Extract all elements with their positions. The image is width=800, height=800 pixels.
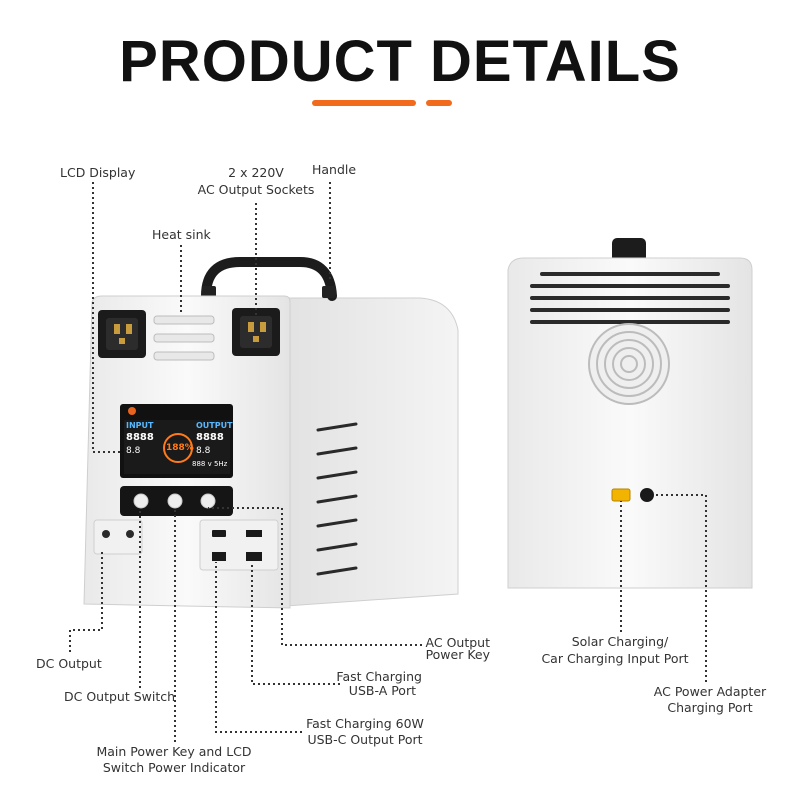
label-main-power-line2: Switch Power Indicator (102, 760, 246, 775)
label-ac-output-key-line2: Power Key (425, 647, 490, 662)
label-lcd-display: LCD Display (60, 165, 136, 180)
callout-lcd (92, 182, 120, 453)
label-usb-a-line1: Fast Charging (336, 669, 422, 684)
lcd-input-label: INPUT (126, 421, 154, 430)
ac-socket-right (232, 308, 280, 356)
callout-ac-adapter (654, 494, 707, 682)
label-ac-adapter-line2: Charging Port (667, 700, 753, 715)
lcd-input-watts: 8888 (126, 432, 154, 443)
callout-lines (69, 182, 707, 742)
lcd-display (120, 404, 233, 478)
back-device (507, 238, 753, 589)
handle (201, 257, 337, 301)
lcd-hz-text: 888 v 5Hz (192, 460, 228, 468)
lcd-output-label: OUTPUT (196, 421, 233, 430)
usb-panel (199, 519, 279, 571)
ac-adapter-port (640, 488, 654, 502)
lcd-center-percent: 188% (166, 443, 194, 453)
label-dc-output: DC Output (36, 656, 102, 671)
page-title: PRODUCT DETAILS (119, 29, 681, 94)
label-usb-c-line1: Fast Charging 60W (306, 716, 424, 731)
label-dc-output-switch: DC Output Switch (64, 689, 176, 704)
label-ac-adapter-line1: AC Power Adapter (653, 684, 767, 699)
heat-sink (153, 315, 215, 361)
lcd-input-small: 8.8 (126, 446, 141, 456)
title-underline-short (426, 100, 452, 106)
label-solar-line2: Car Charging Input Port (541, 651, 689, 666)
title-underline-long (312, 100, 416, 106)
device-side-panel (285, 297, 459, 607)
label-handle: Handle (312, 162, 357, 177)
label-ac-sockets-line2: AC Output Sockets (197, 182, 315, 197)
ac-socket-left (98, 310, 146, 358)
dc-output-panel (93, 519, 143, 555)
rear-panel (507, 257, 753, 589)
label-ac-sockets-line1: 2 x 220V (228, 165, 284, 180)
callout-usb-c (215, 562, 302, 733)
callout-dc-output (69, 550, 103, 652)
label-heat-sink: Heat sink (152, 227, 211, 242)
front-device (83, 257, 459, 609)
lcd-output-watts: 8888 (196, 432, 224, 443)
label-solar-line1: Solar Charging/ (571, 634, 669, 649)
rear-top-vents (530, 272, 730, 324)
solar-input-port (611, 488, 631, 502)
lcd-output-small: 8.8 (196, 446, 211, 456)
callout-ac-key (208, 507, 422, 646)
side-vents (316, 422, 358, 576)
rear-knob (612, 238, 646, 262)
control-button-strip (120, 486, 233, 516)
label-ac-output-key-line1: AC Output (425, 635, 490, 650)
label-usb-c-line2: USB-C Output Port (307, 732, 423, 747)
rear-fan-grille (588, 323, 670, 405)
label-main-power-line1: Main Power Key and LCD (96, 744, 252, 759)
label-usb-a-line2: USB-A Port (348, 683, 416, 698)
